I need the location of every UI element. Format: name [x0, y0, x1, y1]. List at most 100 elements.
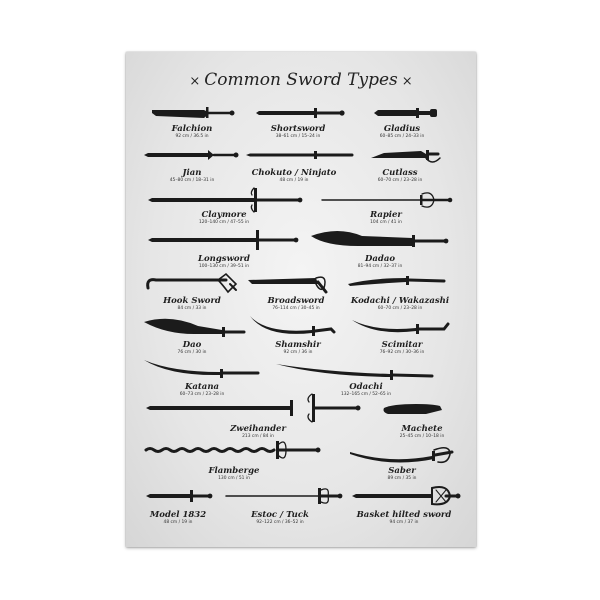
- sword-illustrations: [144, 107, 461, 506]
- poster: ×Common Sword Types×: [126, 52, 476, 547]
- sword-size: 84 cm / 33 in: [177, 306, 207, 311]
- jian-illustration: [144, 150, 239, 160]
- longsword-illustration: [148, 230, 299, 250]
- sword-name: Saber: [388, 466, 416, 476]
- sword-size: 104 cm / 41 in: [370, 220, 402, 225]
- sword-label-shortsword: Shortsword 38–61 cm / 15–24 in: [238, 124, 358, 140]
- sword-size: 81–94 cm / 32–37 in: [357, 264, 403, 269]
- sword-label-jian: Jian 45–80 cm / 18–31 in: [132, 168, 252, 184]
- sword-name: Shamshir: [275, 340, 321, 350]
- sword-size: 94 cm / 37 in: [389, 520, 419, 525]
- sword-label-dao: Dao 76 cm / 30 in: [132, 340, 252, 356]
- sword-label-hook-sword: Hook Sword 84 cm / 33 in: [132, 296, 252, 312]
- dao-illustration: [144, 318, 246, 337]
- sword-size: 60–70 cm / 23–28 in: [377, 306, 423, 311]
- shortsword-illustration: [256, 108, 345, 118]
- sword-label-flamberge: Flamberge 130 cm / 51 in: [174, 466, 294, 482]
- sword-label-machete: Machete 25–45 cm / 10–18 in: [362, 424, 482, 440]
- sword-size: 92 cm / 36 in: [283, 350, 313, 355]
- sword-size: 25–45 cm / 10–18 in: [399, 434, 445, 439]
- poster-title: ×Common Sword Types×: [126, 70, 476, 90]
- sword-name: Scimitar: [381, 340, 423, 350]
- sword-label-zweihander: Zweihander 213 cm / 84 in: [198, 424, 318, 440]
- sword-name: Katana: [184, 382, 220, 392]
- title-ornament-left: ×: [189, 74, 201, 89]
- saber-illustration: [350, 446, 454, 464]
- sword-name: Hook Sword: [163, 296, 221, 306]
- scimitar-illustration: [352, 320, 450, 334]
- sword-name: Dao: [182, 340, 202, 350]
- zweihander-illustration: [146, 393, 361, 423]
- sword-size: 89 cm / 35 in: [387, 476, 417, 481]
- sword-label-gladius: Gladius 60–85 cm / 24–33 in: [342, 124, 462, 140]
- dadao-illustration: [311, 231, 449, 247]
- sword-name: Estoc / Tuck: [251, 510, 309, 520]
- sword-name: Claymore: [201, 210, 247, 220]
- sword-label-dadao: Dadao 81–94 cm / 32–37 in: [320, 254, 440, 270]
- sword-label-odachi: Odachi 132–165 cm / 52–65 in: [306, 382, 426, 398]
- sword-label-falchion: Falchion 92 cm / 36.5 in: [132, 124, 252, 140]
- sword-size: 76–92 cm / 30–36 in: [379, 350, 425, 355]
- kodachi-illustration: [348, 276, 446, 286]
- sword-label-claymore: Claymore 120–140 cm / 47–55 in: [164, 210, 284, 226]
- sword-name: Zweihander: [230, 424, 286, 434]
- falchion-illustration: [152, 107, 235, 118]
- claymore-illustration: [148, 187, 303, 213]
- sword-size: 132–165 cm / 52–65 in: [340, 392, 392, 397]
- sword-size: 38–61 cm / 15–24 in: [275, 134, 321, 139]
- title-ornament-right: ×: [401, 74, 413, 89]
- sword-label-longsword: Longsword 100–130 cm / 39–51 in: [164, 254, 284, 270]
- sword-size: 92–122 cm / 36–52 in: [256, 520, 304, 525]
- sword-size: 120–140 cm / 47–55 in: [198, 220, 250, 225]
- gladius-illustration: [374, 108, 437, 118]
- sword-label-model-1832: Model 1832 48 cm / 19 in: [118, 510, 238, 526]
- poster-title-text: Common Sword Types: [204, 70, 398, 90]
- sword-size: 92 cm / 36.5 in: [175, 134, 209, 139]
- odachi-illustration: [276, 364, 434, 380]
- rapier-illustration: [321, 192, 453, 208]
- sword-name: Model 1832: [149, 510, 207, 520]
- machete-illustration: [383, 404, 442, 414]
- sword-size: 213 cm / 84 in: [242, 434, 274, 439]
- sword-name: Dadao: [365, 254, 395, 264]
- sword-label-rapier: Rapier 104 cm / 41 in: [326, 210, 446, 226]
- basket-hilted-sword-illustration: [352, 486, 461, 506]
- katana-illustration: [144, 360, 260, 378]
- sword-size: 48 cm / 19 in: [279, 178, 309, 183]
- chokuto-illustration: [246, 151, 354, 159]
- sword-name: Odachi: [349, 382, 383, 392]
- sword-size: 45–80 cm / 18–31 in: [169, 178, 215, 183]
- sword-name: Gladius: [383, 124, 421, 134]
- sword-label-katana: Katana 60–73 cm / 23–28 in: [142, 382, 262, 398]
- model-1832-illustration: [146, 490, 213, 502]
- estoc-illustration: [225, 488, 343, 504]
- sword-label-saber: Saber 89 cm / 35 in: [342, 466, 462, 482]
- sword-label-broadsword: Broadsword 76–114 cm / 30–45 in: [236, 296, 356, 312]
- sword-label-shamshir: Shamshir 92 cm / 36 in: [238, 340, 358, 356]
- sword-name: Longsword: [198, 254, 250, 264]
- flamberge-illustration: [144, 441, 321, 459]
- sword-name: Kodachi / Wakazashi: [350, 296, 450, 306]
- sword-size: 100–130 cm / 39–51 in: [198, 264, 250, 269]
- sword-name: Broadsword: [267, 296, 325, 306]
- cutlass-illustration: [371, 150, 441, 163]
- sword-label-chokuto: Chokuto / Ninjato 48 cm / 19 in: [234, 168, 354, 184]
- sword-size: 60–85 cm / 24–33 in: [379, 134, 425, 139]
- broadsword-illustration: [248, 276, 328, 294]
- sword-size: 60–70 cm / 23–28 in: [377, 178, 423, 183]
- sword-size: 130 cm / 51 in: [218, 476, 250, 481]
- sword-name: Rapier: [370, 210, 402, 220]
- sword-name: Flamberge: [208, 466, 260, 476]
- hook-sword-illustration: [146, 272, 238, 294]
- sword-label-cutlass: Cutlass 60–70 cm / 23–28 in: [340, 168, 460, 184]
- sword-name: Cutlass: [382, 168, 418, 178]
- sword-size: 60–73 cm / 23–28 in: [179, 392, 225, 397]
- sword-label-estoc: Estoc / Tuck 92–122 cm / 36–52 in: [220, 510, 340, 526]
- shamshir-illustration: [250, 316, 336, 336]
- sword-name: Falchion: [171, 124, 213, 134]
- sword-name: Chokuto / Ninjato: [251, 168, 337, 178]
- sword-size: 76–114 cm / 30–45 in: [272, 306, 320, 311]
- sword-label-scimitar: Scimitar 76–92 cm / 30–36 in: [342, 340, 462, 356]
- sword-size: 76 cm / 30 in: [177, 350, 207, 355]
- sword-name: Shortsword: [270, 124, 326, 134]
